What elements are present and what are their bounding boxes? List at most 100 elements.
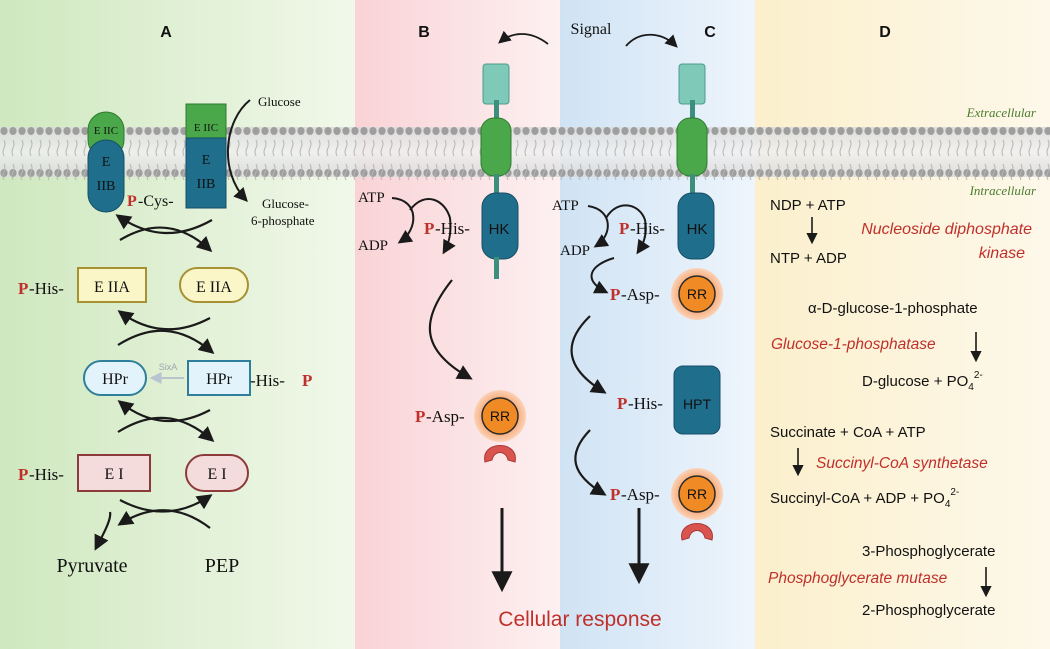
- phospho-ei: P: [18, 465, 28, 484]
- lipid-head: [846, 127, 854, 135]
- lipid-tail: [578, 163, 582, 181]
- lipid-tail: [794, 163, 798, 181]
- lipid-tail: [56, 163, 60, 181]
- lipid-tail: [803, 139, 807, 157]
- lipid-tail: [758, 139, 762, 157]
- lipid-tail: [47, 163, 51, 181]
- lipid-tail: [623, 139, 627, 157]
- cellular-response-label: Cellular response: [498, 608, 661, 631]
- lipid-tail: [380, 139, 384, 157]
- lipid-tail: [65, 163, 69, 181]
- phospho-eiia: P: [18, 279, 28, 298]
- lipid-head: [387, 127, 395, 135]
- lipid-tail: [362, 139, 366, 157]
- lipid-tail: [992, 139, 996, 157]
- lipid-tail: [470, 139, 474, 157]
- lipid-tail: [668, 139, 672, 157]
- panel-b-background: [355, 0, 560, 649]
- hk-kinase-domain-b: [481, 192, 519, 260]
- lipid-head: [630, 127, 638, 135]
- lipid-tail: [245, 163, 249, 181]
- phospho-his-hpt: P: [617, 394, 627, 413]
- atp-label-c: ATP: [552, 198, 579, 214]
- lipid-tail: [173, 139, 177, 157]
- lipid-tail: [929, 163, 933, 181]
- lipid-tail: [875, 163, 879, 181]
- phospho-asp-b: P: [415, 407, 425, 426]
- phosphotransfer-arrow-c1: [590, 257, 615, 294]
- lipid-tail: [956, 163, 960, 181]
- lipid-tail: [587, 163, 591, 181]
- lipid-head: [135, 127, 143, 135]
- lipid-tail: [866, 163, 870, 181]
- asp-label-c2: -Asp-: [621, 485, 660, 504]
- lipid-tail: [389, 163, 393, 181]
- lipid-tail: [20, 163, 24, 181]
- lipid-head: [810, 127, 818, 135]
- lipid-tail: [920, 163, 924, 181]
- cys-label: -Cys-: [138, 193, 174, 210]
- lipid-tail: [659, 139, 663, 157]
- reaction-3-substrates: Succinate + CoA + ATP: [770, 424, 926, 441]
- lipid-tail: [470, 163, 474, 181]
- lipid-tail: [1019, 163, 1023, 181]
- lipid-tail: [443, 139, 447, 157]
- rr-label-c2: RR: [687, 486, 707, 502]
- lipid-tail: [722, 139, 726, 157]
- lipid-tail: [146, 163, 150, 181]
- reaction-1-enzyme-2: kinase: [979, 245, 1025, 262]
- lipid-head: [261, 127, 269, 135]
- lipid-head: [153, 127, 161, 135]
- lipid-tail: [335, 139, 339, 157]
- lipid-tail: [434, 139, 438, 157]
- rr-c2: [678, 475, 716, 513]
- lipid-tail: [182, 163, 186, 181]
- lipid-head: [666, 127, 674, 135]
- reaction-3-products-text: Succinyl-CoA + ADP + PO: [770, 490, 945, 507]
- lipid-tail: [47, 139, 51, 157]
- phospho-asp-c1: P: [610, 285, 620, 304]
- lipid-tail: [560, 139, 564, 157]
- lipid-head: [774, 127, 782, 135]
- reaction-1-enzyme-1: Nucleoside diphosphate: [861, 221, 1032, 238]
- his-hpr-label: -His-: [250, 371, 285, 390]
- lipid-tail: [956, 139, 960, 157]
- ei-regeneration-arrow: [119, 494, 213, 513]
- lipid-tail: [911, 139, 915, 157]
- lipid-head: [639, 127, 647, 135]
- lipid-tail: [614, 139, 618, 157]
- lipid-tail: [56, 139, 60, 157]
- panel-b: HK ATP ADP P -His- P -Asp- RR: [358, 30, 549, 593]
- pyruvate-label: Pyruvate: [56, 555, 127, 577]
- lipid-tail: [542, 139, 546, 157]
- lipid-tail: [623, 163, 627, 181]
- reaction-1-products: NTP + ADP: [770, 250, 847, 267]
- lipid-tail: [848, 163, 852, 181]
- asp-label-b: -Asp-: [426, 407, 465, 426]
- hpr-label: HPr: [102, 371, 128, 388]
- lipid-tail: [929, 139, 933, 157]
- lipid-tail: [776, 139, 780, 157]
- lipid-head: [756, 127, 764, 135]
- lipid-head: [324, 127, 332, 135]
- lipid-head: [144, 127, 152, 135]
- panel-label-b: B: [418, 24, 430, 41]
- lipid-head: [450, 127, 458, 135]
- lipid-tail: [398, 139, 402, 157]
- lipid-tail: [983, 163, 987, 181]
- lipid-head: [36, 127, 44, 135]
- lipid-tail: [794, 139, 798, 157]
- lipid-head: [531, 127, 539, 135]
- lipid-tail: [713, 139, 717, 157]
- lipid-tail: [263, 163, 267, 181]
- rr-b: [481, 397, 519, 435]
- lipid-tail: [578, 139, 582, 157]
- lipid-tail: [308, 163, 312, 181]
- lipid-head: [963, 127, 971, 135]
- lipid-tail: [776, 163, 780, 181]
- rr-partner-b: [484, 445, 516, 463]
- lipid-head: [396, 127, 404, 135]
- lipid-tail: [893, 139, 897, 157]
- hk-stalk-b: [494, 174, 499, 196]
